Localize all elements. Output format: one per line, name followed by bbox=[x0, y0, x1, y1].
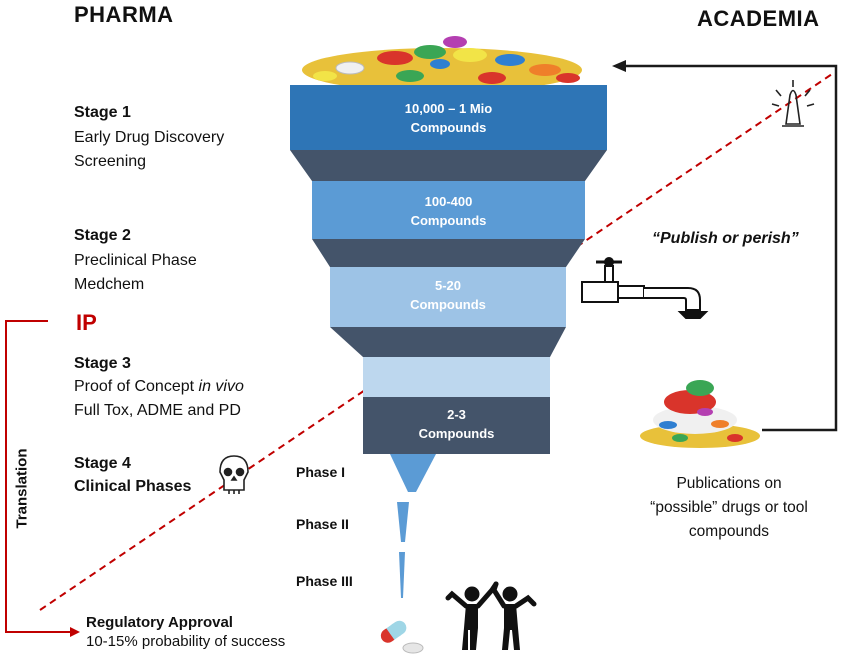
praying-hands-icon bbox=[771, 80, 815, 127]
funnel-slope-3 bbox=[330, 327, 566, 357]
funnel-tier-4-unit: Compounds bbox=[418, 426, 495, 441]
stage-2: Stage 2 Preclinical Phase Medchem bbox=[74, 227, 197, 297]
funnel-tier-4 bbox=[363, 397, 550, 454]
stage-3-line-2: Full Tox, ADME and PD bbox=[74, 402, 241, 419]
publications-line-1: Publications on bbox=[676, 475, 782, 492]
funnel-tier-4-top bbox=[363, 357, 550, 397]
funnel-tier-1 bbox=[290, 85, 607, 150]
regulatory-approval-title: Regulatory Approval bbox=[86, 614, 233, 631]
stage-2-title: Stage 2 bbox=[74, 227, 131, 244]
funnel-tier-3-label: 5-20 Compounds bbox=[330, 276, 566, 314]
funnel-tier-4-count: 2-3 bbox=[447, 407, 466, 422]
feedback-arrow bbox=[612, 60, 838, 432]
phase-1-cone bbox=[390, 454, 436, 492]
skull-icon bbox=[219, 455, 249, 494]
publish-or-perish-label: “Publish or perish” bbox=[652, 230, 799, 247]
regulatory-approval-probability: 10-15% probability of success bbox=[86, 633, 286, 650]
stage-1-title: Stage 1 bbox=[74, 104, 131, 121]
stage-1: Stage 1 Early Drug Discovery Screening bbox=[74, 104, 224, 174]
funnel-tier-2-count: 100-400 bbox=[424, 194, 473, 209]
publications-pill-pile-icon bbox=[640, 380, 760, 448]
stage-1-line-2: Screening bbox=[74, 153, 147, 170]
funnel-tier-1-label: 10,000 – 1 Mio Compounds bbox=[290, 99, 607, 137]
funnel-tier-2-unit: Compounds bbox=[410, 213, 487, 228]
stage-1-line-1: Early Drug Discovery bbox=[74, 129, 225, 146]
phase-1-label: Phase I bbox=[296, 464, 346, 480]
faucet-icon bbox=[581, 257, 709, 319]
stage-3-line-1-text: Proof of Concept bbox=[74, 378, 199, 395]
phase-3-cone bbox=[399, 552, 405, 598]
phase-2-label: Phase II bbox=[296, 516, 349, 532]
translation-dashed-line bbox=[39, 71, 836, 611]
funnel-tier-1-count: 10,000 – 1 Mio bbox=[404, 101, 493, 116]
translation-bracket bbox=[5, 320, 80, 637]
stage-4: Stage 4 Clinical Phases bbox=[74, 455, 191, 499]
stage-4-title: Stage 4 bbox=[74, 455, 131, 472]
phase-3-label: Phase III bbox=[296, 573, 353, 589]
funnel-tier-1-unit: Compounds bbox=[410, 120, 487, 135]
stage-2-line-2: Medchem bbox=[74, 276, 145, 293]
translation-label: Translation bbox=[13, 448, 31, 529]
pill-pile-icon bbox=[302, 36, 582, 92]
publications-text: Publications on “possible” drugs or tool… bbox=[610, 472, 848, 544]
stage-3: Stage 3 Proof of Concept in vivo Full To… bbox=[74, 355, 244, 423]
funnel-tier-2-label: 100-400 Compounds bbox=[312, 192, 585, 230]
academia-header: ACADEMIA bbox=[697, 6, 820, 31]
publications-line-2: “possible” drugs or tool compounds bbox=[650, 499, 808, 540]
funnel-tier-4-label: 2-3 Compounds bbox=[363, 405, 550, 443]
funnel-slope-2 bbox=[312, 239, 585, 267]
phase-2-cone bbox=[397, 502, 409, 542]
stage-3-line-1-italic: in vivo bbox=[198, 378, 244, 395]
funnel-tier-3-count: 5-20 bbox=[434, 278, 462, 293]
funnel-tier-3 bbox=[330, 267, 566, 327]
stage-3-title: Stage 3 bbox=[74, 355, 131, 372]
pill-capsule-icon bbox=[380, 620, 424, 654]
stage-2-line-1: Preclinical Phase bbox=[74, 252, 197, 269]
pharma-header: PHARMA bbox=[74, 2, 174, 27]
funnel-slope-1 bbox=[290, 150, 607, 181]
translation-label-anchor: Translation bbox=[12, 448, 32, 528]
celebrating-people-icon bbox=[445, 581, 537, 650]
funnel-tier-2 bbox=[312, 181, 585, 239]
stage-3-line-1: Proof of Concept in vivo bbox=[74, 375, 244, 399]
funnel-tier-3-unit: Compounds bbox=[410, 297, 486, 312]
ip-label: IP bbox=[76, 310, 97, 335]
regulatory-approval: Regulatory Approval 10-15% probability o… bbox=[86, 614, 285, 650]
stage-4-line-1: Clinical Phases bbox=[74, 478, 192, 495]
